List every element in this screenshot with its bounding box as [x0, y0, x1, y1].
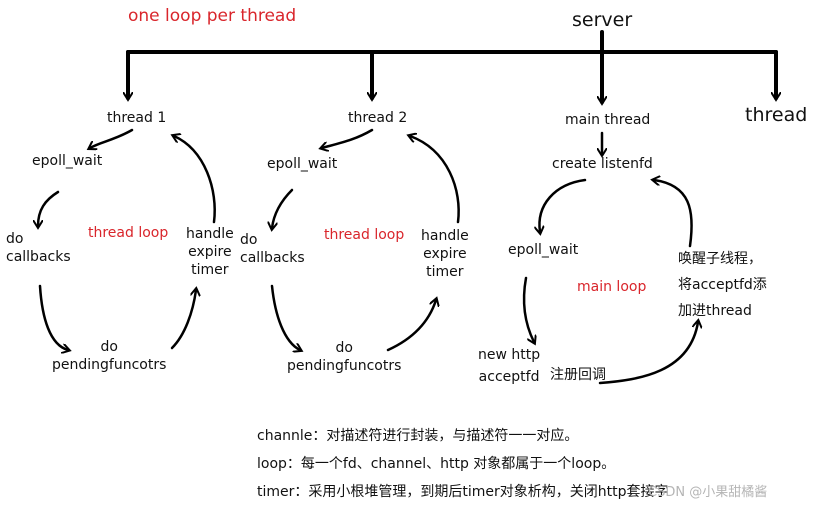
t2-pending-to-timer [386, 300, 436, 352]
t1-pending-to-timer [170, 290, 196, 350]
thread2-do-callbacks: do callbacks [240, 232, 305, 266]
wake-to-create [654, 180, 693, 248]
t1-to-wait [90, 128, 134, 148]
thread2-do-pending: do pendingfuncotrs [287, 340, 402, 374]
thread2-epoll-wait: epoll_wait [267, 156, 338, 172]
thread1-do-callbacks: do callbacks [6, 231, 71, 265]
thread1-loop-label: thread loop [88, 225, 169, 241]
create-to-wait [539, 178, 587, 232]
thread2-label: thread 2 [348, 110, 408, 126]
thread1-handle-expire-timer: handle expire timer [186, 226, 234, 278]
wake-subthread-label: 唤醒子线程， 将acceptfd添 加进thread [678, 251, 767, 319]
t2-wait-to-callbacks [272, 188, 294, 228]
t2-callbacks-to-pending [270, 284, 300, 350]
main-thread-label: main thread [565, 112, 651, 128]
main-loop-label: main loop [577, 279, 647, 295]
note-timer: timer：采用小根堆管理，到期后timer对象析构，关闭http套接字 [257, 484, 669, 500]
note-loop: loop：每一个fd、channel、http 对象都属于一个loop。 [257, 456, 616, 472]
thread1-label: thread 1 [107, 110, 167, 126]
t1-wait-to-callbacks [38, 190, 60, 226]
thread2-loop-label: thread loop [324, 227, 405, 243]
wait-to-newfd [522, 276, 534, 342]
thread-n-label: thread n [745, 104, 813, 126]
thread2-handle-expire-timer: handle expire timer [421, 228, 469, 280]
create-listenfd-label: create listenfd [552, 156, 653, 172]
server-label: server [572, 9, 633, 31]
thread1-do-pending: do pendingfuncotrs [52, 339, 167, 373]
new-http-acceptfd-label: new http acceptfd [478, 347, 541, 385]
t2-to-wait [322, 128, 374, 148]
main-epoll-wait: epoll_wait [508, 242, 579, 258]
t1-timer-to-thread [174, 136, 216, 224]
register-to-wake [598, 322, 698, 385]
t1-callbacks-to-pending [38, 284, 68, 350]
t2-timer-to-thread [410, 136, 460, 224]
note-channel: channle：对描述符进行封装，与描述符一一对应。 [257, 428, 579, 444]
register-callback-label: 注册回调 [550, 367, 606, 383]
thread1-epoll-wait: epoll_wait [32, 153, 103, 169]
diagram-title: one loop per thread [128, 6, 297, 26]
watermark: CSDN @小果甜橘酱 [648, 485, 768, 500]
